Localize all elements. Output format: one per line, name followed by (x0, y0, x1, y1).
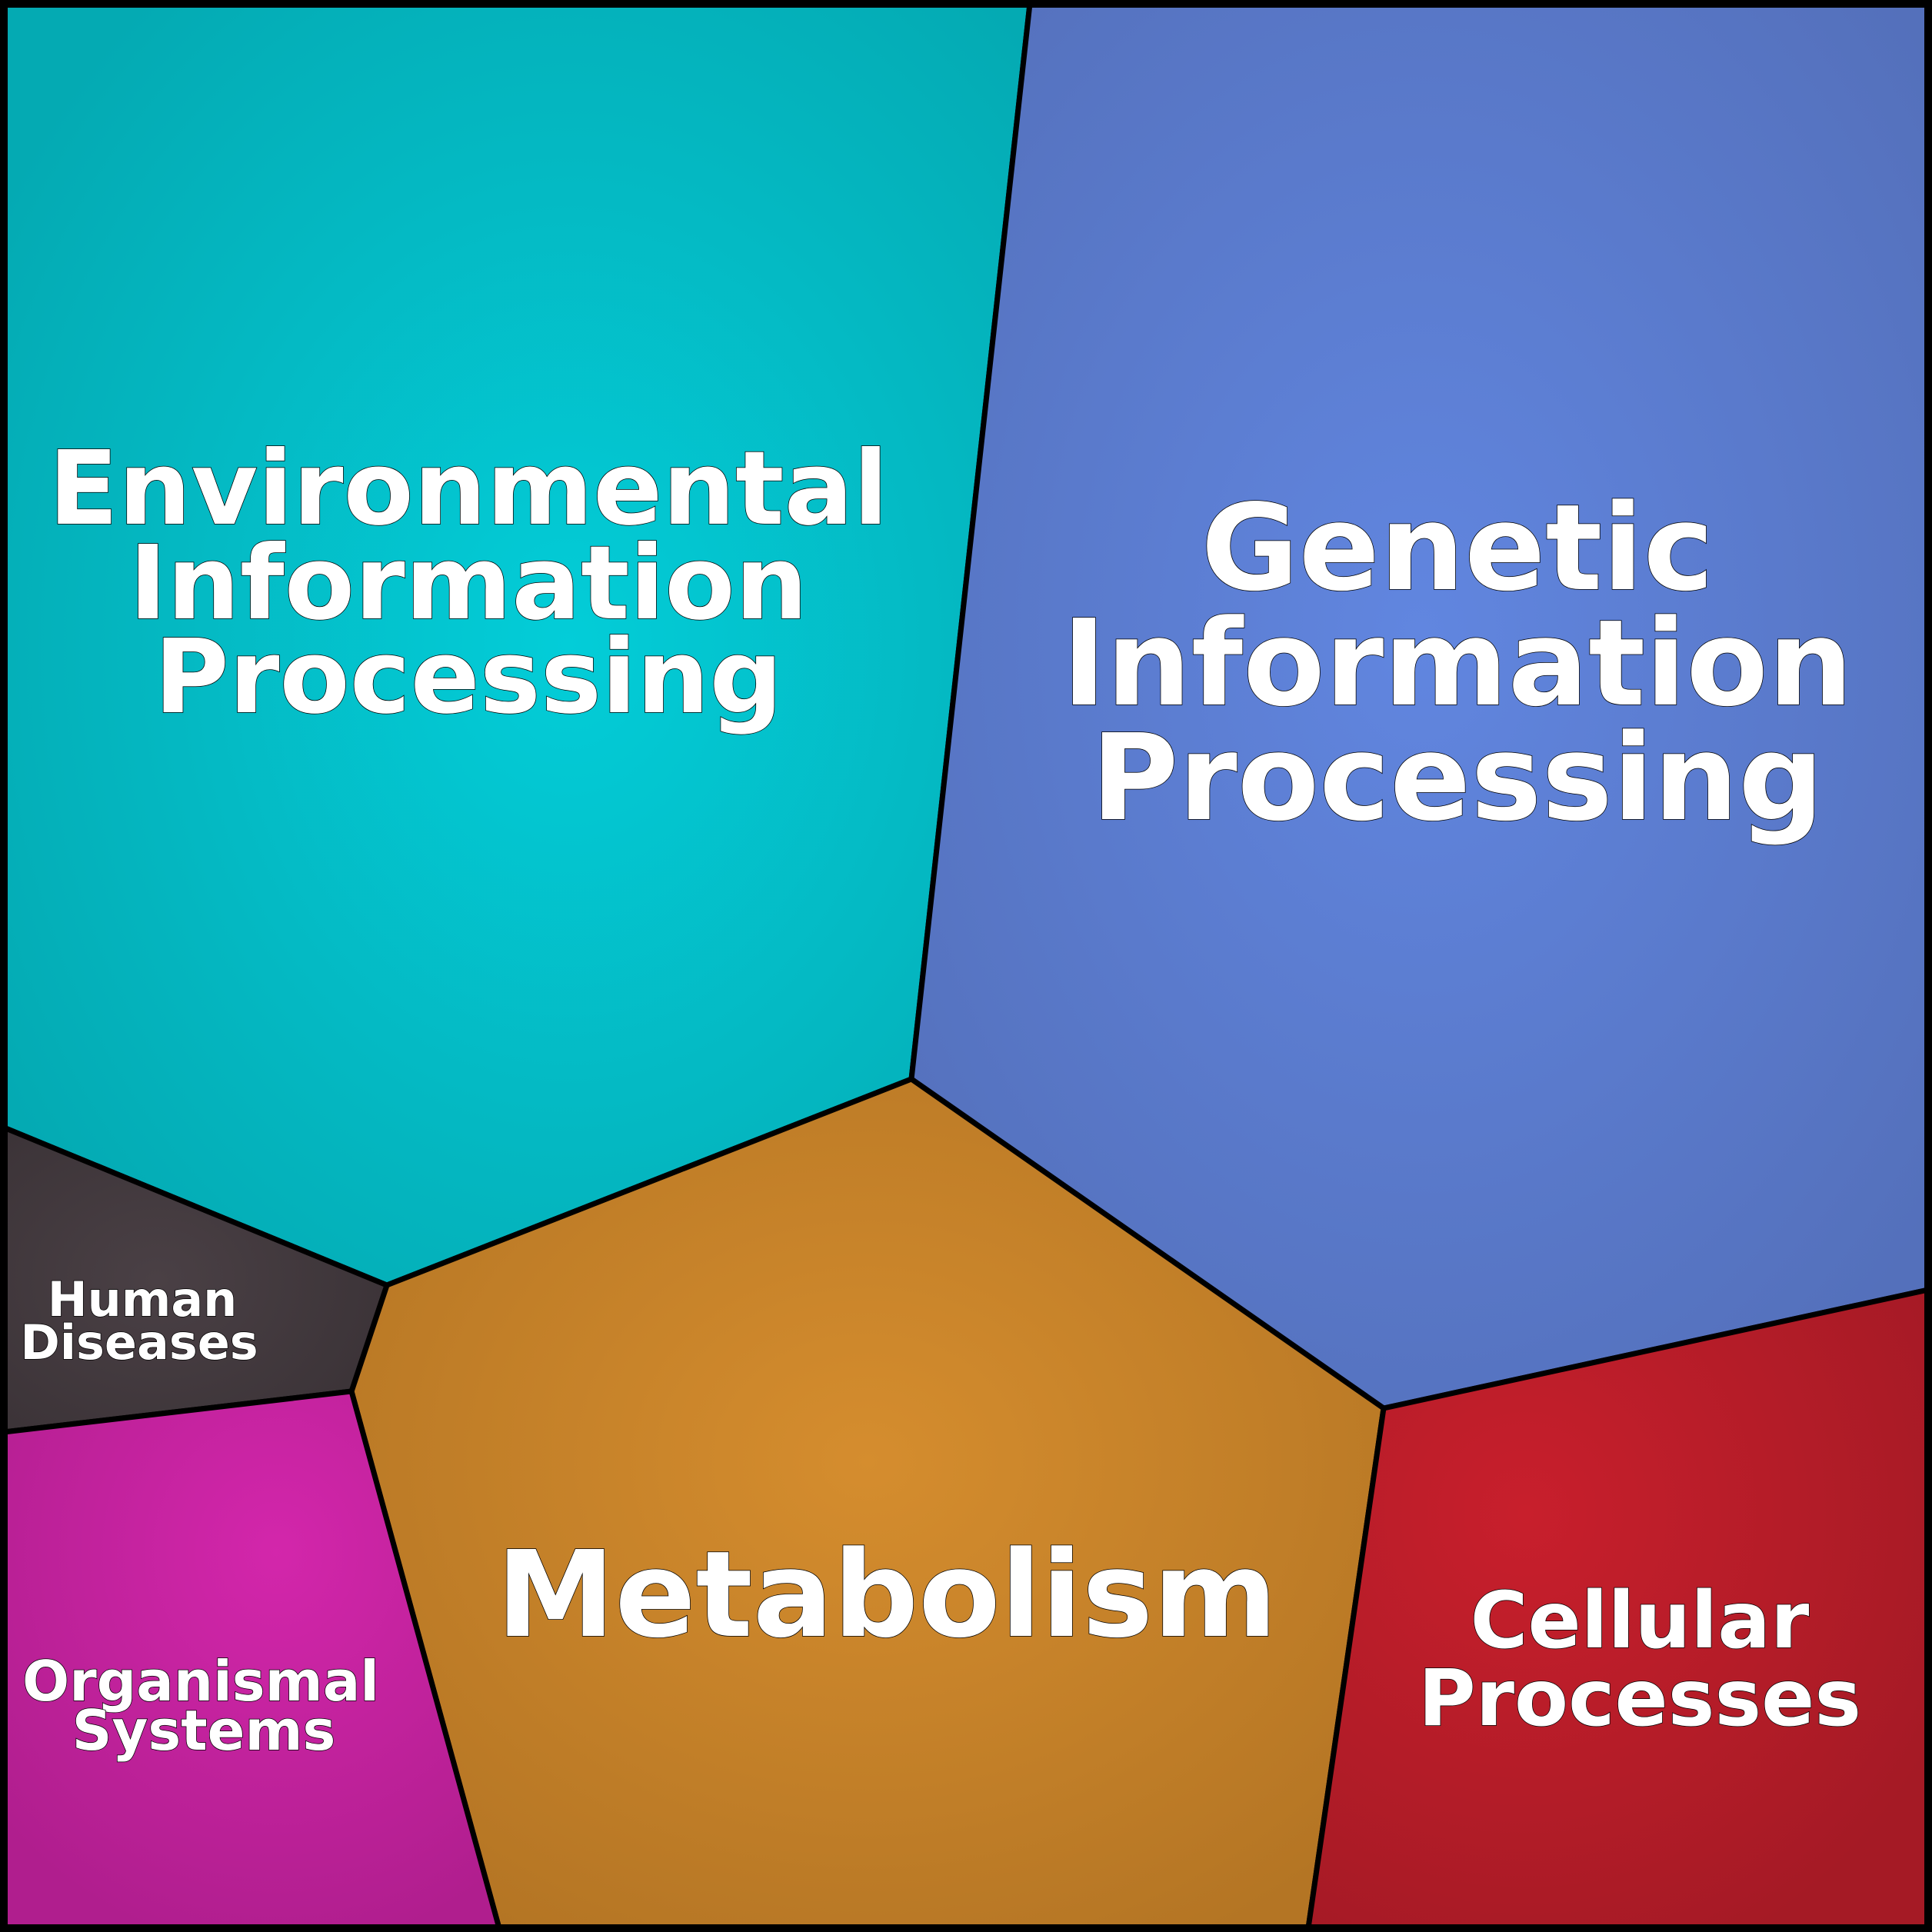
cell-organismal-systems[interactable]: Organismal Systems (1, 1388, 502, 1931)
cell-cellular-processes[interactable]: Cellular Processes (1305, 1287, 1931, 1931)
cell-metabolism[interactable]: Metabolism (348, 1076, 1387, 1931)
cell-label: Human (48, 1271, 238, 1327)
cell-label: Systems (72, 1698, 336, 1763)
cell-label: Environmental (48, 430, 888, 548)
cell-label: Information (129, 525, 808, 643)
cell-label: Processing (1091, 708, 1824, 848)
cell-label: Processes (1418, 1653, 1861, 1744)
cell-label: Processing (154, 618, 782, 737)
cell-label: Cellular (1471, 1575, 1810, 1667)
cell-label: Organismal (22, 1649, 379, 1714)
cell-label: Diseases (20, 1314, 258, 1371)
cell-environmental-information-processing[interactable]: Environmental Information Processing (1, 1, 1033, 1288)
cell-label: Metabolism (496, 1525, 1277, 1664)
cell-label: Information (1062, 594, 1854, 733)
cell-human-diseases[interactable]: Human Diseases (1, 1124, 390, 1435)
cell-label: Genetic (1201, 478, 1714, 618)
